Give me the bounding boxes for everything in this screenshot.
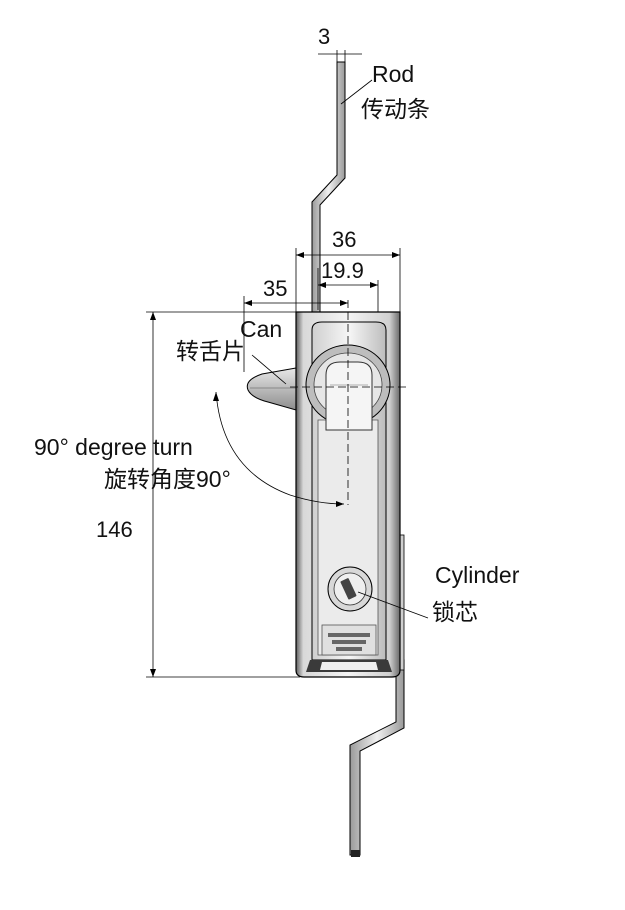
cam-tongue: [246, 367, 297, 411]
dim-height-text: 146: [96, 517, 133, 542]
leader-cam: [251, 354, 287, 385]
leader-cylinder: [357, 591, 429, 619]
bottom-grip: [306, 624, 392, 672]
dim-axis-offset: 19.9: [317, 258, 379, 312]
dim-rod-width: 3: [318, 24, 362, 68]
dim-body-width: 36: [295, 227, 401, 312]
turn-label-cn: 旋转角度90°: [104, 466, 231, 492]
cylinder-label-en: Cylinder: [435, 562, 520, 588]
dim-rod-width-text: 3: [318, 24, 330, 49]
cylinder-label-cn: 锁芯: [432, 599, 478, 625]
cam-label-en: Can: [240, 316, 282, 342]
turn-label-en: 90° degree turn: [34, 434, 193, 460]
dim-body-width-text: 36: [332, 227, 356, 252]
cam-label-cn: 转舌片: [176, 338, 245, 364]
rod-lower: [349, 659, 405, 857]
cylinder: [327, 566, 373, 612]
dim-cam-offset: 35: [243, 276, 348, 372]
leader-rod: [340, 79, 373, 105]
dim-cam-offset-text: 35: [263, 276, 287, 301]
key-slot: [340, 578, 357, 600]
dim-axis-offset-text: 19.9: [321, 258, 364, 283]
rod-label-cn: 传动条: [361, 96, 430, 122]
rotation-arc: [213, 391, 345, 507]
dim-height: 146: [96, 311, 300, 678]
rod-label-en: Rod: [372, 61, 414, 87]
